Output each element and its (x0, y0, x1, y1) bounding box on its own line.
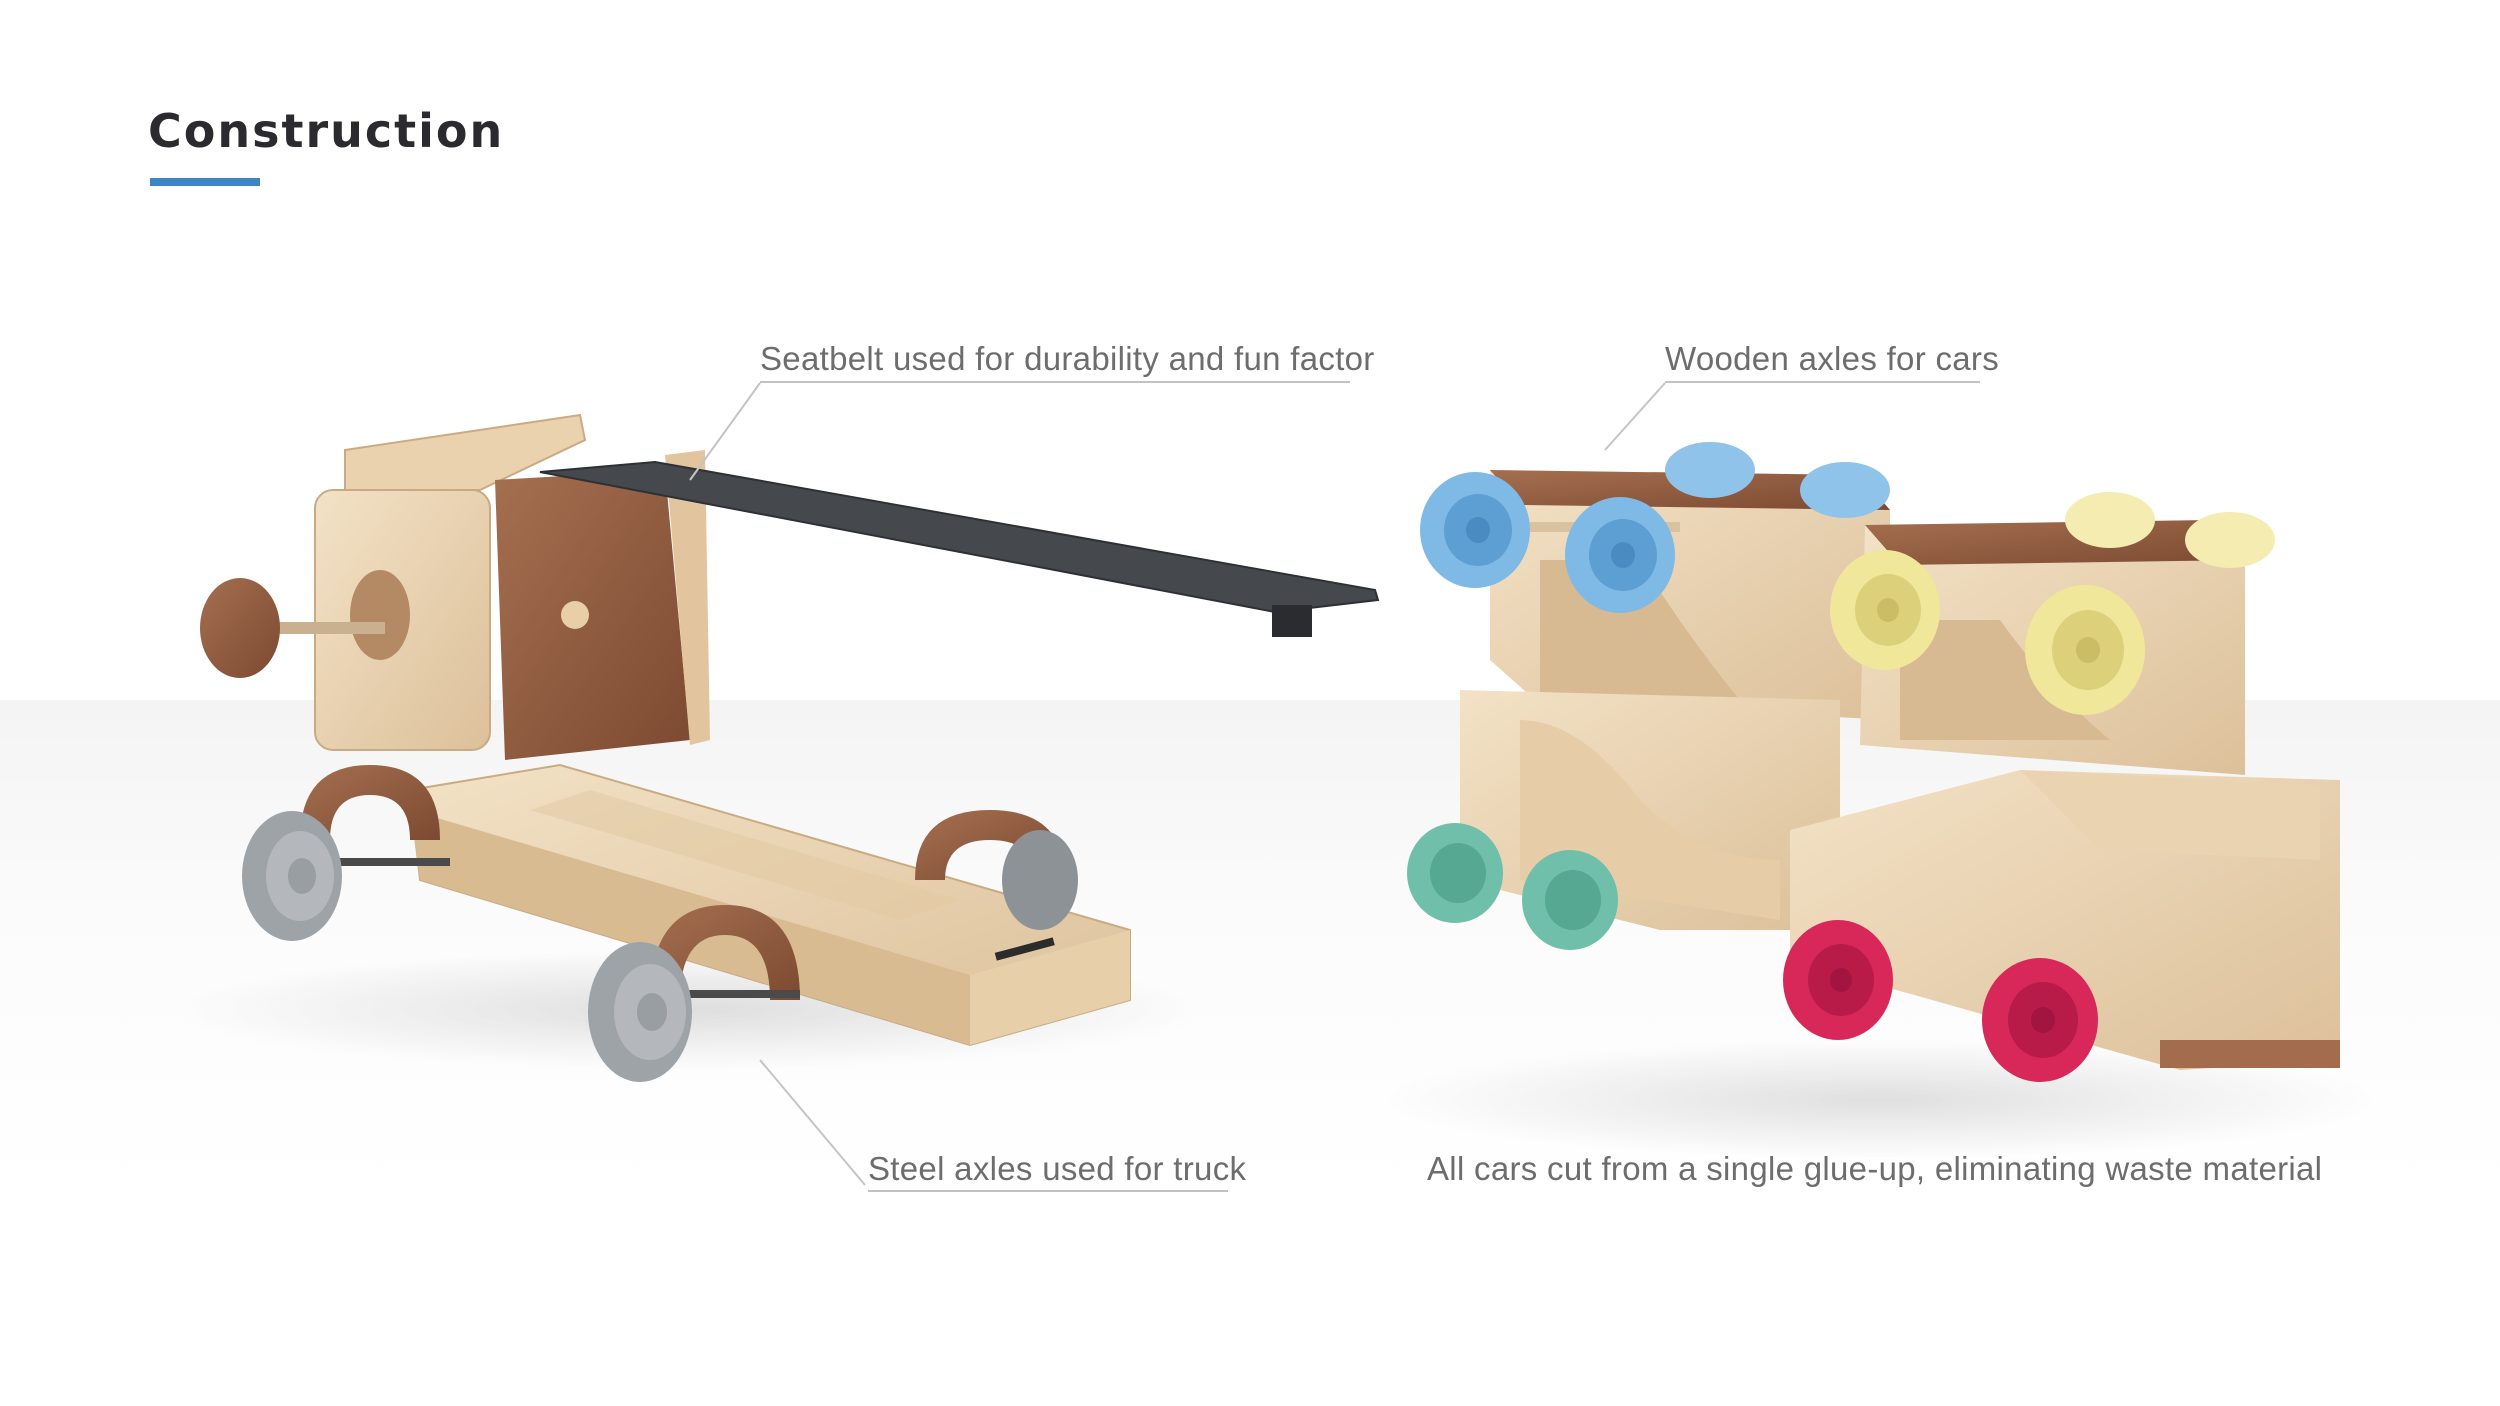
callout-seatbelt: Seatbelt used for durability and fun fac… (760, 340, 1375, 377)
callout-underline (868, 1190, 1228, 1192)
callout-underline (760, 381, 1350, 383)
car-wheel-teal (1522, 850, 1618, 950)
car-wheel-yellow (1830, 550, 1940, 670)
callout-underline (1665, 381, 1980, 383)
car-wheel-blue (1565, 497, 1675, 613)
car-wheel-yellow (2025, 585, 2145, 715)
car-wheel-teal (1407, 823, 1503, 923)
car-red (1783, 770, 2340, 1082)
leader-lines (689, 382, 1666, 1186)
callout-wooden-axles: Wooden axles for cars (1665, 340, 2000, 377)
callout-steel-axles: Steel axles used for truck (868, 1150, 1247, 1187)
car-wheel-blue (1420, 472, 1530, 588)
car-blue (1420, 442, 1890, 720)
car-wheel-red (1982, 958, 2098, 1082)
page-title: Construction (148, 104, 505, 158)
truck-wheel (242, 811, 342, 941)
callout-glue-up: All cars cut from a single glue-up, elim… (1427, 1150, 2323, 1187)
truck-wheel (588, 942, 692, 1082)
title-underline (150, 178, 260, 186)
car-teal (1407, 690, 1840, 950)
truck (170, 413, 1380, 1082)
cars-group (1380, 442, 2380, 1160)
car-wheel-red (1783, 920, 1893, 1040)
car-yellow (1830, 492, 2275, 775)
truck-wheel (1002, 830, 1078, 930)
